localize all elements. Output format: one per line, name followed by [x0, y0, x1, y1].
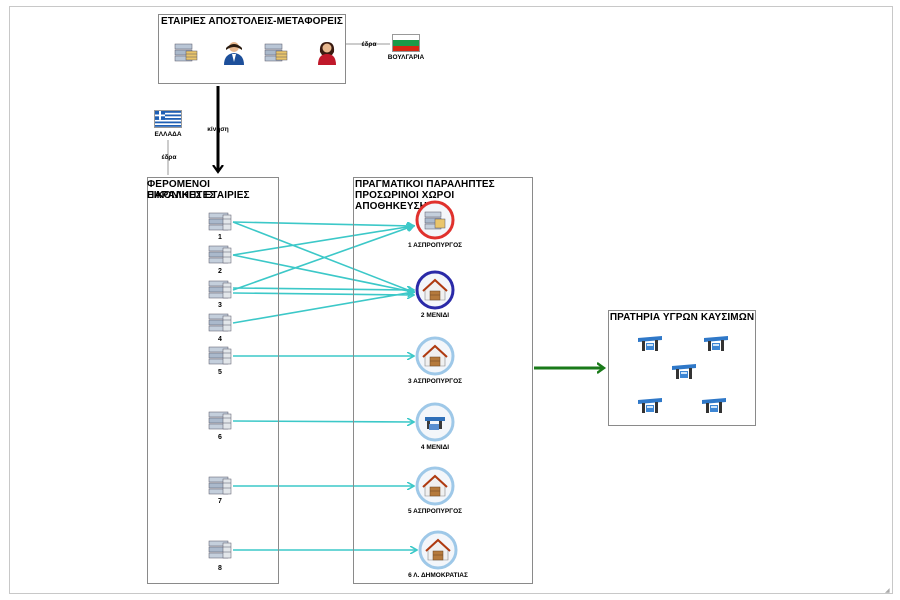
bulgaria-flag-icon	[392, 34, 420, 52]
fuel-pump-icon	[702, 332, 730, 354]
resize-grip-icon: ◢	[885, 588, 890, 594]
real-recipients-title-line2: ΠΡΟΣΩΡΙΝΟΙ ΧΩΡΟΙ ΑΠΟΘΗΚΕΥΣΗΣ	[355, 190, 455, 212]
link-company-1-to-warehouse-1	[232, 221, 413, 226]
warehouse-4-icon	[415, 402, 455, 442]
greece-flag-icon	[154, 110, 182, 128]
link-company-1-to-warehouse-2	[232, 221, 413, 292]
company-5-label: 5	[218, 369, 222, 376]
fuel-pump-icon	[636, 394, 664, 416]
company-3-server-icon	[208, 279, 232, 301]
company-5-server-icon	[208, 345, 232, 367]
warehouse-4-label: 4 ΜΕΝΙΔΙ	[420, 444, 450, 451]
server-stack-icon	[264, 42, 288, 64]
businesswoman-icon	[315, 40, 339, 71]
real-recipients-title-line1: ΠΡΑΓΜΑΤΙΚΟΙ ΠΑΡΑΛΗΠΤΕΣ	[355, 179, 495, 190]
company-2-server-icon	[208, 244, 232, 266]
fictitious-recipients-title-line1: ΦΕΡΟΜΕΝΟΙ ΠΑΡΑΛΗΠΤΕΣ	[147, 179, 216, 201]
fuel-pump-icon	[670, 360, 698, 382]
warehouse-1-label: 1 ΑΣΠΡΟΠΥΡΓΟΣ	[407, 242, 463, 249]
fuel-stations-box	[608, 310, 756, 426]
greece-hq-label: έδρα	[161, 154, 177, 161]
warehouse-6-label: 6 Λ. ΔΗΜΟΚΡΑΤΙΑΣ	[408, 572, 468, 579]
company-8-label: 8	[218, 565, 222, 572]
link-company-3-to-warehouse-1	[232, 226, 413, 291]
bulgaria-label: ΒΟΥΛΓΑΡΙΑ	[387, 54, 425, 61]
businessman-icon	[222, 40, 246, 71]
bulgaria-hq-label: έδρα	[361, 41, 377, 48]
warehouse-3-label: 3 ΑΣΠΡΟΠΥΡΓΟΣ	[407, 378, 463, 385]
company-3-label: 3	[218, 302, 222, 309]
warehouse-1-icon	[415, 200, 455, 240]
diagram-frame	[9, 6, 893, 594]
company-6-server-icon	[208, 410, 232, 432]
server-stack-icon	[174, 42, 198, 64]
company-6-label: 6	[218, 434, 222, 441]
company-warehouse-links	[232, 221, 416, 550]
link-company-3-to-warehouse-2	[232, 293, 413, 295]
warehouse-6-icon	[418, 530, 458, 570]
warehouse-2-label: 2 ΜΕΝΙΔΙ	[420, 312, 450, 319]
fuel-stations-title: ΠΡΑΤΗΡΙΑ ΥΓΡΩΝ ΚΑΥΣΙΜΩΝ	[609, 312, 755, 323]
fuel-pump-icon	[636, 332, 664, 354]
link-company-2-to-warehouse-1	[232, 226, 413, 256]
sender-companies-box	[158, 14, 346, 84]
fictitious-recipients-box	[147, 177, 279, 584]
link-company-6-to-warehouse-4	[232, 421, 413, 422]
warehouse-5-label: 5 ΑΣΠΡΟΠΥΡΓΟΣ	[407, 508, 463, 515]
company-7-server-icon	[208, 475, 232, 497]
link-company-4-to-warehouse-2	[232, 292, 413, 324]
warehouse-2-icon	[415, 270, 455, 310]
fuel-pump-icon	[700, 394, 728, 416]
link-company-2-to-warehouse-2	[232, 254, 413, 292]
company-2-label: 2	[218, 268, 222, 275]
link-company-3-to-warehouse-2	[232, 288, 413, 290]
warehouse-3-icon	[415, 336, 455, 376]
company-4-server-icon	[208, 312, 232, 334]
fictitious-recipients-title-line2: ΕΙΚΟΝΙΚΕΣ ΕΤΑΙΡΙΕΣ	[147, 190, 250, 201]
warehouse-5-icon	[415, 466, 455, 506]
company-8-server-icon	[208, 539, 232, 561]
company-1-server-icon	[208, 211, 232, 233]
real-recipients-box	[353, 177, 533, 584]
company-4-label: 4	[218, 336, 222, 343]
sender-companies-title: ΕΤΑΙΡΙΕΣ ΑΠΟΣΤΟΛΕΙΣ-ΜΕΤΑΦΟΡΕΙΣ	[160, 16, 344, 27]
greece-label: ΕΛΛΑΔΑ	[154, 131, 182, 138]
company-1-label: 1	[218, 234, 222, 241]
move-label: κίνηση	[207, 126, 229, 133]
company-7-label: 7	[218, 498, 222, 505]
